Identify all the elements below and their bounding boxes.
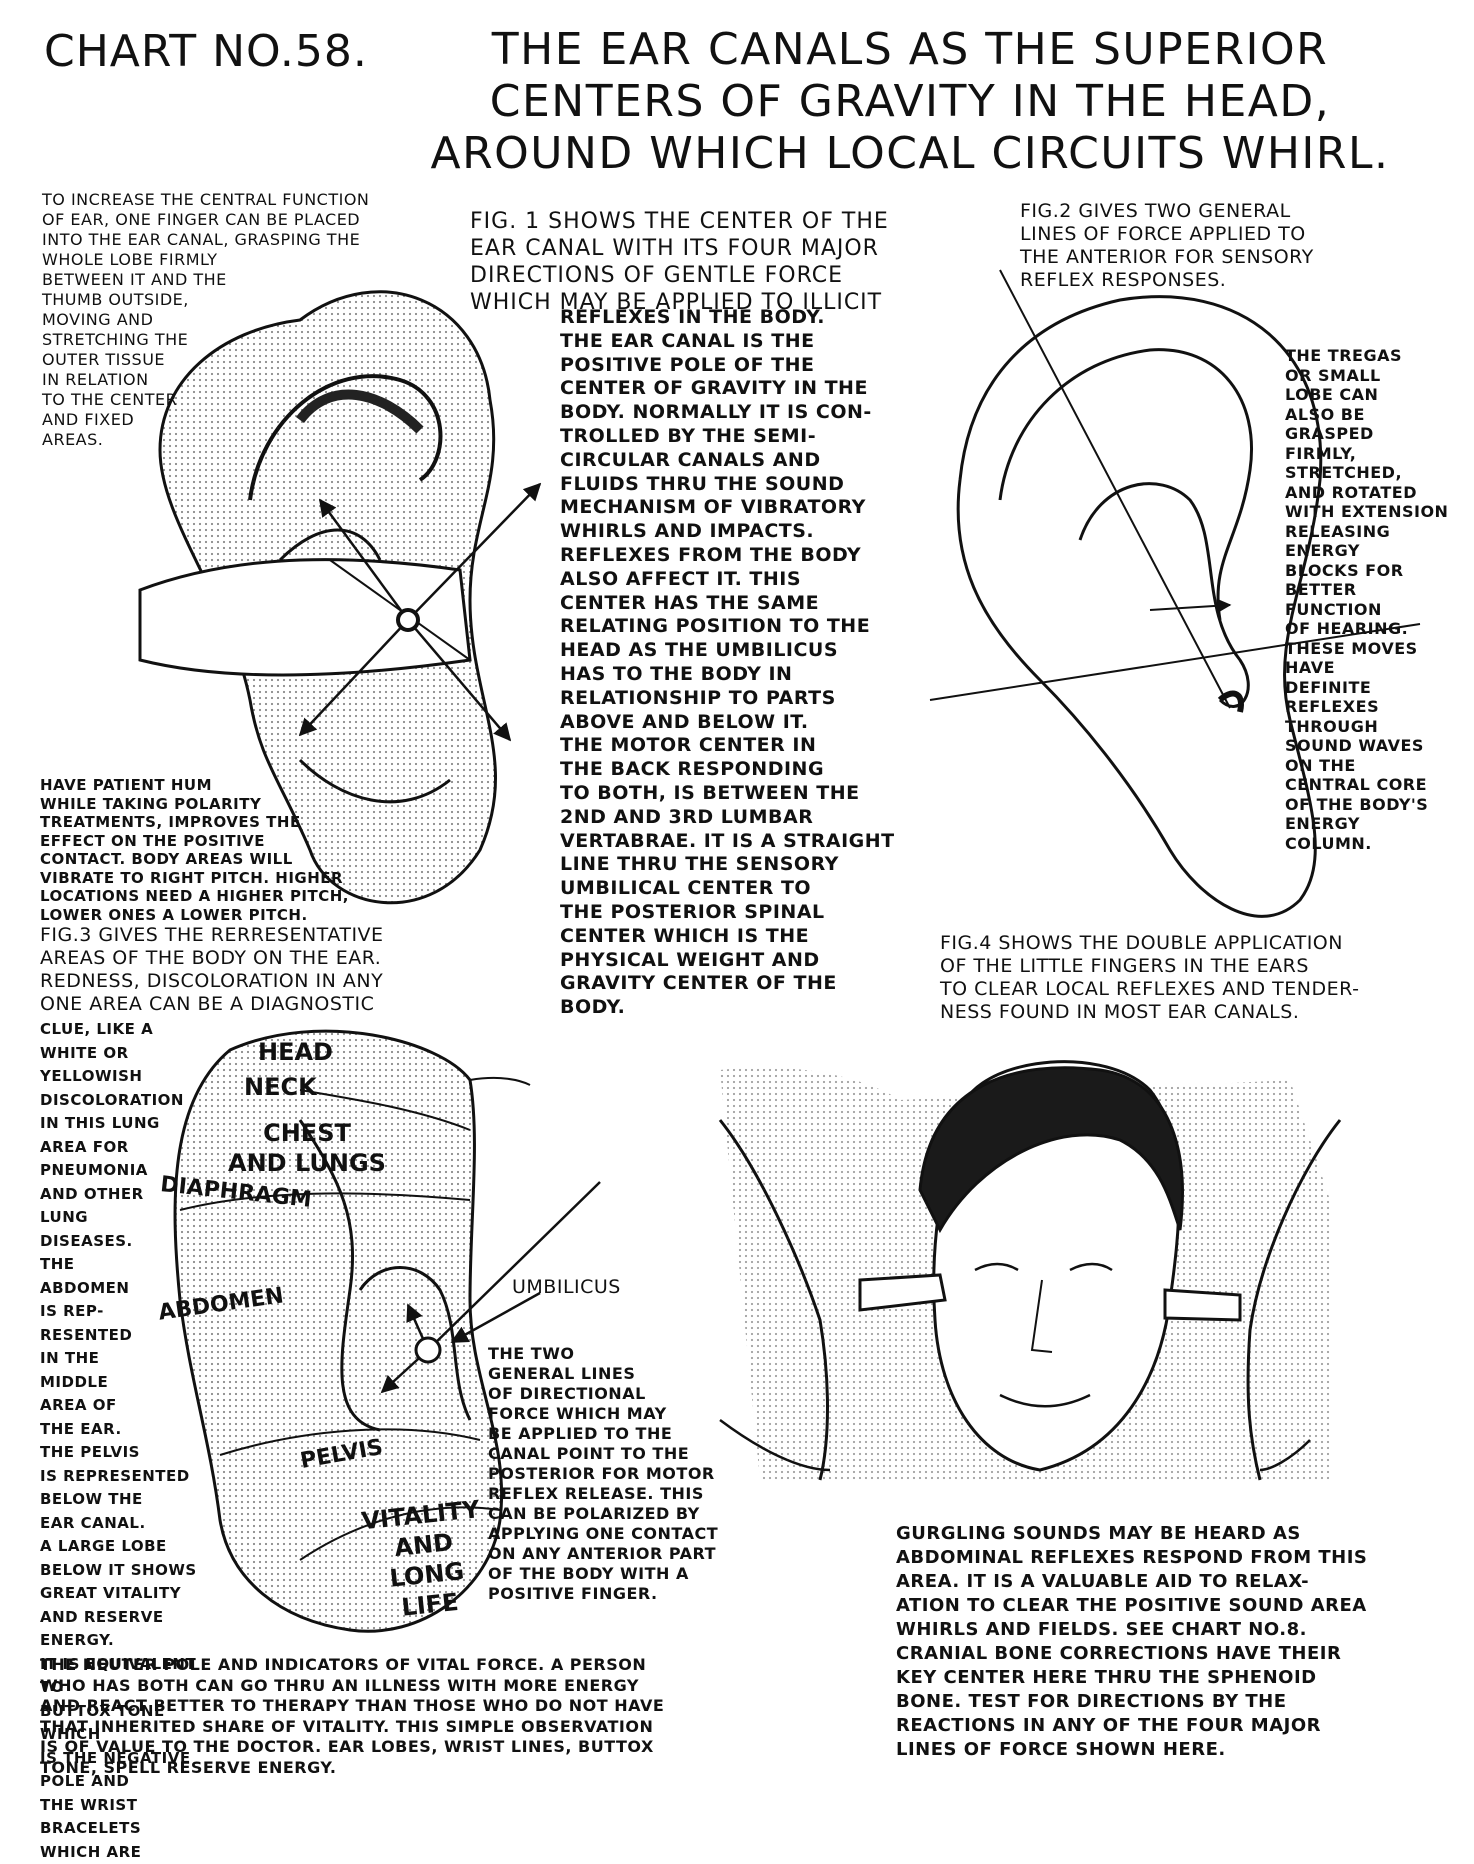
page-title: THE EAR CANALS AS THE SUPERIOR CENTERS O… (430, 24, 1390, 179)
hum-text: HAVE PATIENT HUM WHILE TAKING POLARITY T… (40, 776, 350, 924)
fig1-body: REFLEXES IN THE BODY. THE EAR CANAL IS T… (560, 306, 895, 1019)
bottom-text: THE NEUTER POLE AND INDICATORS OF VITAL … (40, 1655, 665, 1777)
gurgling-text: GURGLING SOUNDS MAY BE HEARD AS ABDOMINA… (896, 1523, 1368, 1760)
ear-zone-neck: NECK (244, 1073, 317, 1101)
fig1-heading: FIG. 1 SHOWS THE CENTER OF THE EAR CANAL… (470, 209, 889, 315)
fig4-face-illustration (718, 1060, 1342, 1481)
fig3-ear-illustration (173, 1029, 531, 1633)
fig4-caption: FIG.4 SHOWS THE DOUBLE APPLICATION OF TH… (940, 932, 1360, 1023)
ear-zone-vitality: VITALITY AND LONG LIFE (360, 1495, 481, 1622)
fig2-force-lines (929, 269, 1421, 709)
umbilicus-label: UMBILICUS (512, 1276, 621, 1298)
ear-zone-head: HEAD (258, 1038, 333, 1066)
intro-text: TO INCREASE THE CENTRAL FUNCTION OF EAR,… (42, 190, 370, 449)
two-lines-text: THE TWO GENERAL LINES OF DIRECTIONAL FOR… (488, 1344, 719, 1603)
illustrations (138, 269, 1421, 1633)
fig3-heading: FIG.3 GIVES THE RERRESENTATIVE AREAS OF … (40, 924, 384, 1015)
fig1-ear-illustration (138, 290, 497, 905)
ear-zone-chest: CHEST AND LUNGS (228, 1119, 386, 1177)
tregas-text: THE TREGAS OR SMALL LOBE CAN ALSO BE GRA… (1285, 346, 1449, 853)
fig1-force-arrows (298, 482, 542, 742)
fig2-ear-illustration (956, 295, 1323, 918)
fig3-force-lines (380, 1181, 601, 1394)
fig2-caption: FIG.2 GIVES TWO GENERAL LINES OF FORCE A… (1020, 200, 1314, 291)
chart-number: CHART NO.58. (44, 26, 368, 77)
